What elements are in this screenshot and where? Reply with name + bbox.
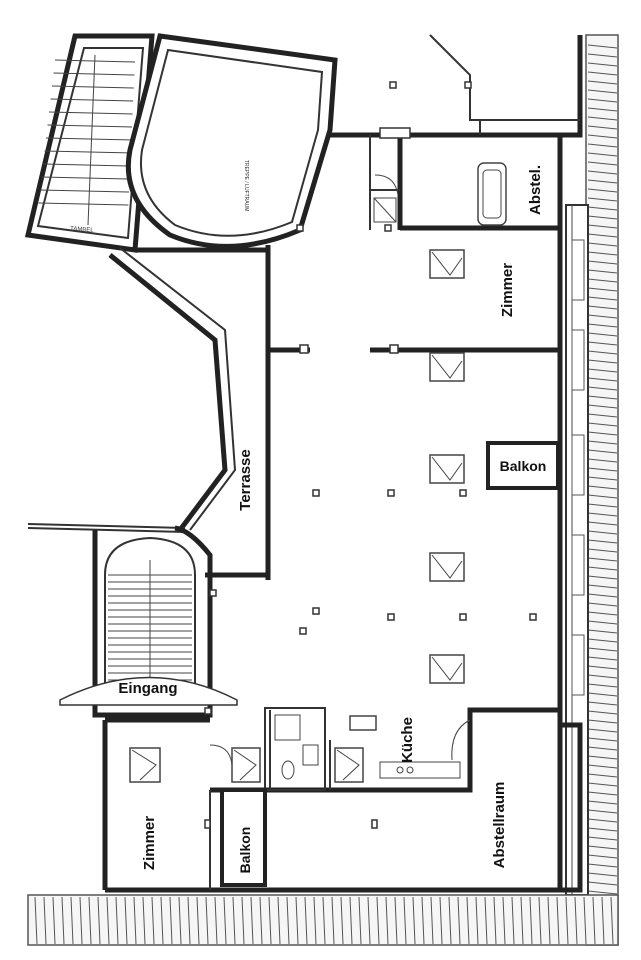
entrance-canopy bbox=[59, 676, 238, 706]
svg-text:TAMBEL: TAMBEL bbox=[70, 226, 95, 234]
room-label-balkon-bottom: Balkon bbox=[237, 827, 253, 874]
room-label-kueche: Küche bbox=[399, 717, 416, 763]
room-label-abstellraum: Abstellraum bbox=[491, 782, 508, 869]
svg-text:TREPPE / LUFTRAUM: TREPPE / LUFTRAUM bbox=[243, 160, 249, 211]
stairwell-bottom bbox=[104, 536, 196, 686]
room-label-eingang: Eingang bbox=[118, 680, 177, 697]
room-label-abstel: Abstel. bbox=[527, 165, 544, 215]
interior-walls bbox=[209, 127, 560, 890]
outer-walls bbox=[27, 34, 583, 893]
room-label-terrasse: Terrasse bbox=[237, 449, 254, 510]
skylights bbox=[129, 249, 465, 783]
roof-hatch-right bbox=[565, 34, 619, 946]
room-label-zimmer-top: Zimmer bbox=[499, 263, 516, 317]
room-label-zimmer-bottom: Zimmer bbox=[141, 816, 158, 870]
lift-shaft: TREPPE / LUFTRAUM bbox=[125, 33, 338, 249]
roof-hatch-bottom bbox=[27, 894, 619, 946]
room-label-balkon-right: Balkon bbox=[500, 458, 547, 474]
columns bbox=[204, 81, 537, 829]
